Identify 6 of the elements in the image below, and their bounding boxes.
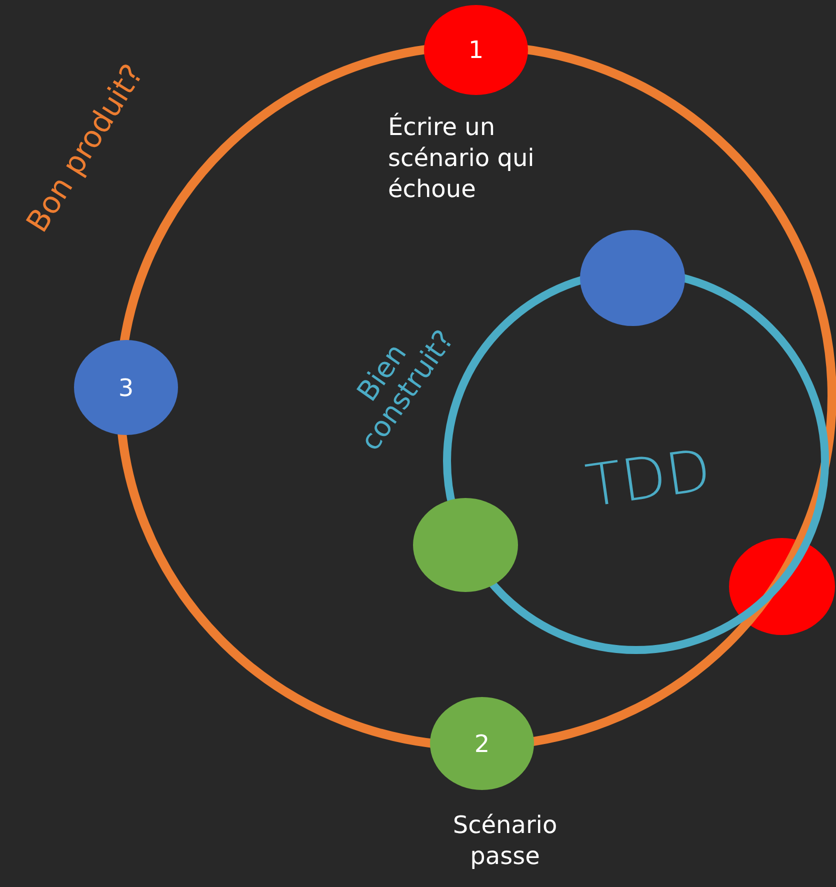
tdd-label: TDD — [581, 436, 714, 520]
step-circle: 1 — [424, 5, 528, 95]
step-caption: Écrire un scénario qui échoue — [388, 112, 536, 206]
step-caption: Scénario passe — [452, 810, 558, 872]
step-circle: 2 — [430, 697, 534, 790]
step-circle: 3 — [74, 340, 178, 435]
